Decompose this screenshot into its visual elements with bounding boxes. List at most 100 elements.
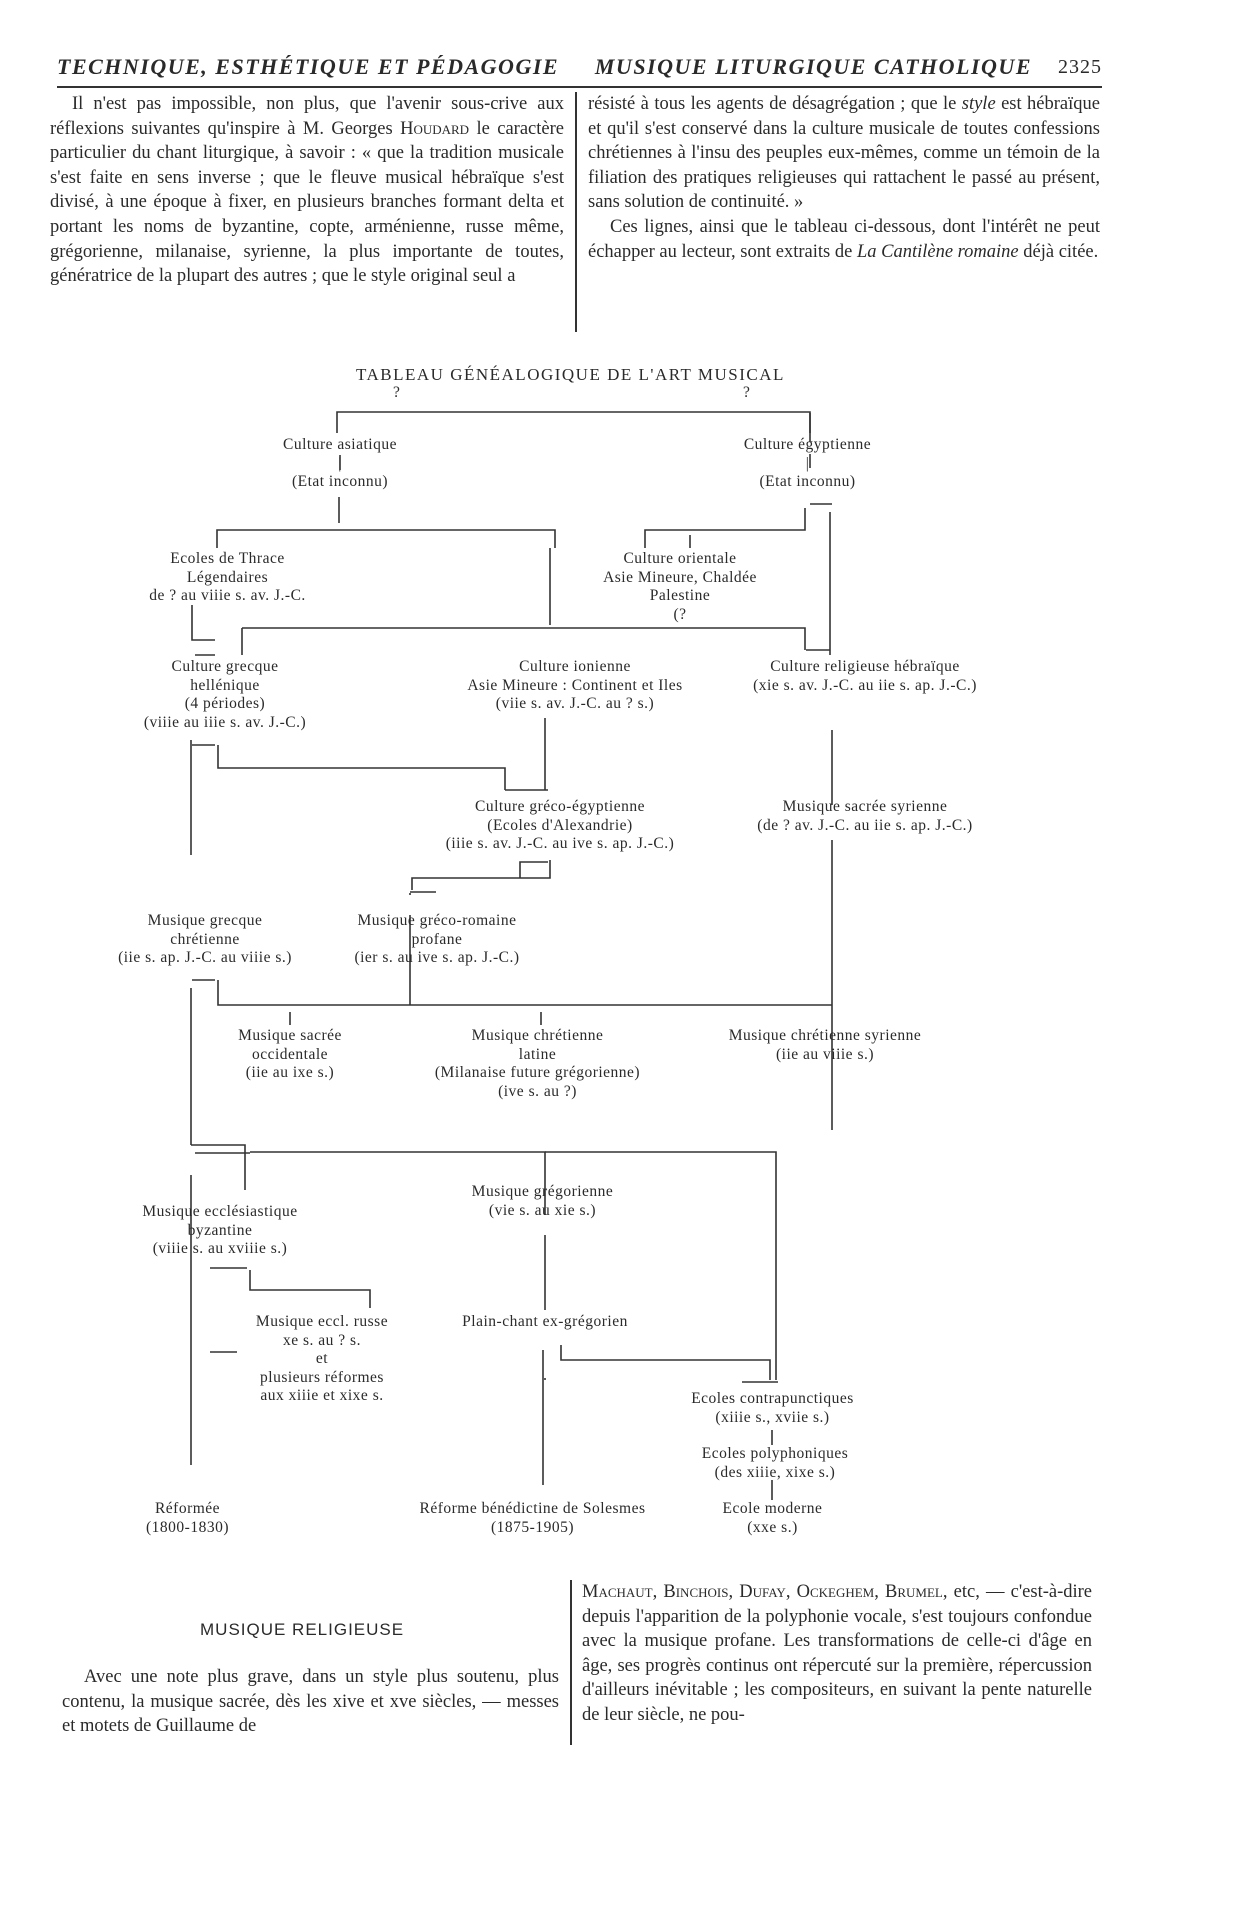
node-label: Culture grecque xyxy=(171,658,279,675)
node-ecoles-thrace: Ecoles de Thrace Légendaires de ? au vii… xyxy=(120,550,335,606)
node-detail: Légendaires xyxy=(186,568,269,586)
node-detail: Asie Mineure : Continent et Iles xyxy=(467,676,683,694)
diagram-question-mark-right: ? xyxy=(743,384,751,401)
node-label: Culture asiatique xyxy=(283,436,397,453)
section-title: MUSIQUE RELIGIEUSE xyxy=(200,1620,405,1639)
node-detail: profane xyxy=(411,930,463,948)
node-label: Culture gréco-égyptienne xyxy=(475,798,645,815)
node-connector-glyph: | xyxy=(805,454,810,472)
node-label: Réformée xyxy=(154,1500,221,1517)
node-label: Musique sacrée syrienne xyxy=(782,798,948,815)
section-right-text: , etc, — c'est-à-dire depuis l'apparitio… xyxy=(582,1582,1093,1725)
intro-right-text-a: résisté à tous les agents de désagrégati… xyxy=(588,94,962,114)
node-label: Musique sacrée xyxy=(238,1027,342,1044)
diagram-title: TABLEAU GÉNÉALOGIQUE DE L'ART MUSICAL xyxy=(356,365,785,384)
node-label: Réforme bénédictine de Solesmes xyxy=(419,1500,646,1517)
node-musique-greco-romaine: Musique gréco-romaine profane (ier s. au… xyxy=(332,912,542,968)
node-ecoles-contrapunctiques: Ecoles contrapunctiques (xiiie s., xviie… xyxy=(660,1390,885,1427)
node-detail: (Etat inconnu) xyxy=(291,473,389,490)
node-label: Culture orientale xyxy=(623,550,737,567)
intro-right-paragraph-1: résisté à tous les agents de désagrégati… xyxy=(588,92,1100,215)
node-date: (de ? av. J.-C. au iie s. ap. J.-C.) xyxy=(757,816,973,834)
node-date: (viie s. av. J.-C. au ? s.) xyxy=(495,695,655,712)
node-label: Ecoles polyphoniques xyxy=(701,1445,849,1462)
node-musique-byzantine: Musique ecclésiastique byzantine (viiie … xyxy=(110,1203,330,1259)
node-label: Ecole moderne xyxy=(722,1500,823,1517)
cited-work-title: La Cantilène romaine xyxy=(856,241,1019,262)
node-culture-hebraique: Culture religieuse hébraïque (xie s. av.… xyxy=(720,658,1010,695)
node-label: Musique grégorienne xyxy=(471,1183,614,1200)
node-date: (1800-1830) xyxy=(146,1518,229,1536)
column-divider-top xyxy=(575,92,577,332)
author-name: Houdard xyxy=(400,118,470,139)
node-detail: byzantine xyxy=(187,1221,253,1239)
node-date: (des xiiie, xixe s.) xyxy=(714,1463,836,1481)
node-label: Culture ionienne xyxy=(519,658,631,675)
node-musique-sacree-occidentale: Musique sacrée occidentale (iie au ixe s… xyxy=(210,1027,370,1083)
node-date: (vie s. au xie s.) xyxy=(488,1201,597,1219)
column-divider-bottom xyxy=(570,1580,572,1745)
node-detail: latine xyxy=(518,1045,557,1063)
node-date: (viiie au iiie s. av. J.-C.) xyxy=(143,713,307,731)
node-ecole-moderne: Ecole moderne (xxe s.) xyxy=(705,1500,840,1537)
section-left-column: Avec une note plus grave, dans un style … xyxy=(62,1665,559,1739)
node-musique-gregorienne: Musique grégorienne (vie s. au xie s.) xyxy=(445,1183,640,1220)
node-reformee: Réformée (1800-1830) xyxy=(130,1500,245,1537)
node-reforme-solesmes: Réforme bénédictine de Solesmes (1875-19… xyxy=(395,1500,670,1537)
node-date: (iiie s. av. J.-C. au ive s. ap. J.-C.) xyxy=(445,835,675,852)
node-detail: (Ecoles d'Alexandrie) xyxy=(487,816,633,834)
node-detail: et xyxy=(315,1350,329,1367)
node-musique-grecque-chretienne: Musique grecque chrétienne (iie s. ap. J… xyxy=(90,912,320,968)
node-date: (iie au viiie s.) xyxy=(775,1045,875,1063)
diagram-question-mark-left: ? xyxy=(393,384,401,401)
node-culture-grecque: Culture grecque hellénique (4 périodes) … xyxy=(115,658,335,732)
node-date: (ier s. au ive s. ap. J.-C.) xyxy=(354,949,520,966)
section-right-column: Machaut, Binchois, Dufay, Ockeghem, Brum… xyxy=(582,1580,1092,1728)
header-right-title: MUSIQUE LITURGIQUE CATHOLIQUE xyxy=(594,54,1032,79)
composer-names: Machaut, Binchois, Dufay, Ockeghem, Brum… xyxy=(582,1582,943,1602)
node-label: Ecoles contrapunctiques xyxy=(691,1390,854,1407)
node-detail: chrétienne xyxy=(170,930,240,948)
node-culture-orientale: Culture orientale Asie Mineure, Chaldée … xyxy=(580,550,780,624)
node-date: (xxe s.) xyxy=(747,1518,798,1536)
node-culture-egyptienne: Culture égyptienne | (Etat inconnu) xyxy=(720,436,895,492)
node-detail: (4 périodes) xyxy=(184,695,266,712)
node-date: (iie s. ap. J.-C. au viiie s.) xyxy=(118,949,292,966)
node-label: Musique ecclésiastique xyxy=(142,1203,298,1220)
intro-right-text-d: déjà citée. xyxy=(1018,241,1099,262)
node-date: (viiie s. au xviiie s.) xyxy=(152,1240,288,1257)
node-culture-asiatique: Culture asiatique | (Etat inconnu) xyxy=(255,436,425,492)
node-label: Plain-chant ex-grégorien xyxy=(462,1313,628,1330)
node-date: (iie au ixe s.) xyxy=(245,1064,335,1081)
node-date: (1875-1905) xyxy=(491,1518,574,1536)
intro-right-column: résisté à tous les agents de désagrégati… xyxy=(588,92,1100,264)
node-label: Musique grecque xyxy=(147,912,263,929)
intro-right-text-c: Ces lignes, ainsi que le tableau ci-dess… xyxy=(588,216,1100,262)
intro-right-paragraph-2: Ces lignes, ainsi que le tableau ci-dess… xyxy=(588,215,1100,264)
node-detail: Palestine xyxy=(649,587,711,604)
node-date: xe s. au ? s. xyxy=(283,1331,361,1349)
node-date: (xie s. av. J.-C. au iie s. ap. J.-C.) xyxy=(753,676,977,694)
node-label: Musique chrétienne xyxy=(471,1027,604,1044)
node-detail: occidentale xyxy=(251,1045,329,1063)
node-date: (xiiie s., xviie s.) xyxy=(715,1408,830,1426)
page-number: 2325 xyxy=(1058,56,1102,78)
node-culture-ionienne: Culture ionienne Asie Mineure : Continen… xyxy=(440,658,710,714)
node-label: Ecoles de Thrace xyxy=(170,550,285,567)
node-musique-chretienne-latine: Musique chrétienne latine (Milanaise fut… xyxy=(410,1027,665,1101)
node-label: Culture religieuse hébraïque xyxy=(770,658,960,675)
header-left-title: TECHNIQUE, ESTHÉTIQUE ET PÉDAGOGIE xyxy=(57,54,560,79)
node-detail: plusieurs réformes xyxy=(260,1368,384,1386)
node-detail: Asie Mineure, Chaldée xyxy=(603,568,757,586)
intro-left-paragraph: Il n'est pas impossible, non plus, que l… xyxy=(50,92,564,289)
node-label: Musique eccl. russe xyxy=(255,1313,389,1330)
node-date: de ? au viiie s. av. J.-C. xyxy=(149,587,306,604)
node-date: (? xyxy=(673,605,687,623)
node-musique-eccl-russe: Musique eccl. russe xe s. au ? s. et plu… xyxy=(237,1313,407,1406)
intro-left-column: Il n'est pas impossible, non plus, que l… xyxy=(50,92,564,289)
intro-left-text-a: Il n'est pas impossible, non plus, que l… xyxy=(50,94,564,139)
node-date: aux xiiie et xixe s. xyxy=(260,1387,384,1404)
node-label: Musique chrétienne syrienne xyxy=(728,1027,922,1044)
